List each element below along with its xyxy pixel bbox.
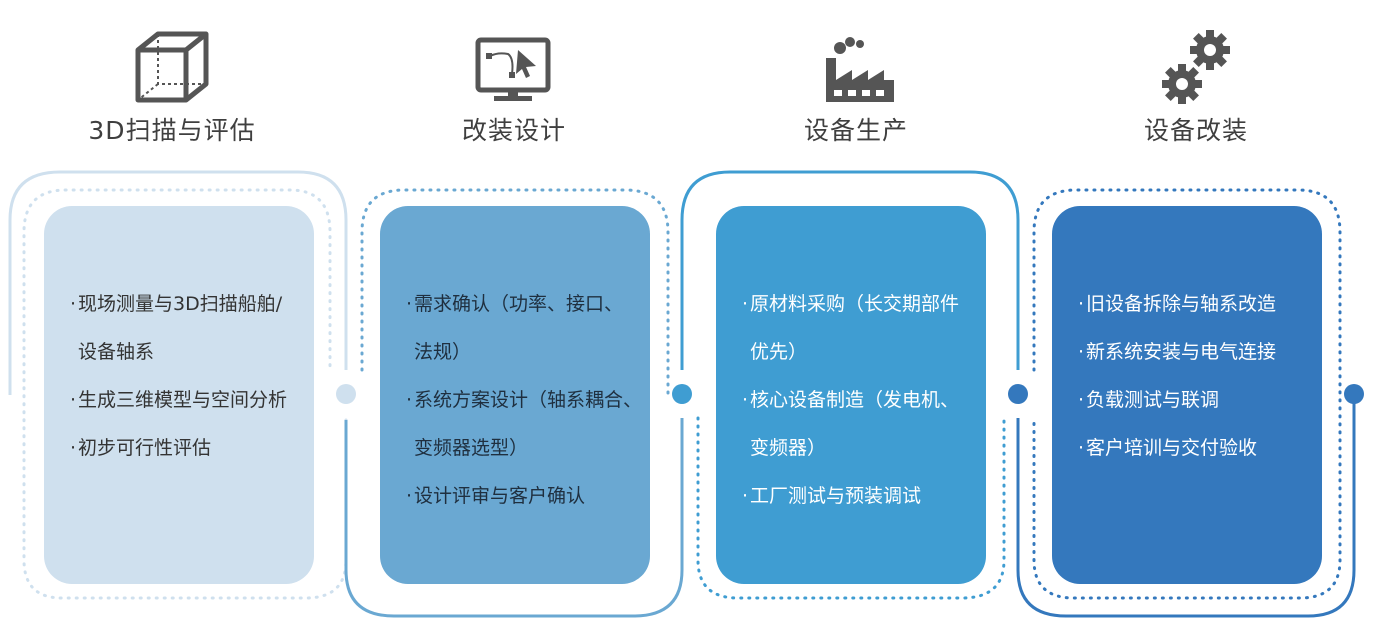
factory-icon <box>826 37 894 102</box>
monitor-design-icon <box>475 37 551 101</box>
list-item: 优先） <box>750 341 808 363</box>
list-item: ·现场测量与3D扫描船舶/ <box>69 293 283 315</box>
stage2-node <box>672 384 692 404</box>
list-item: ·旧设备拆除与轴系改造 <box>1077 293 1277 315</box>
stage-card-design: ·需求确认（功率、接口、 法规） ·系统方案设计（轴系耦合、 变频器选型） ·设… <box>380 206 650 584</box>
list-item: ·核心设备制造（发电机、 <box>741 389 960 411</box>
list-item: ·负载测试与联调 <box>1077 389 1220 411</box>
gears-icon <box>1162 30 1230 104</box>
stage-card-scan: ·现场测量与3D扫描船舶/ 设备轴系 ·生成三维模型与空间分析 ·初步可行性评估 <box>44 206 314 584</box>
stage-item-list: ·原材料采购（长交期部件 优先） ·核心设备制造（发电机、 变频器） ·工厂测试… <box>740 280 976 520</box>
list-item: ·系统方案设计（轴系耦合、 <box>405 389 643 411</box>
list-item: 设备轴系 <box>78 341 155 363</box>
list-item: ·设计评审与客户确认 <box>405 485 586 507</box>
stage-item-list: ·需求确认（功率、接口、 法规） ·系统方案设计（轴系耦合、 变频器选型） ·设… <box>404 280 643 520</box>
list-item: ·新系统安装与电气连接 <box>1077 341 1277 363</box>
stage1-node <box>336 384 356 404</box>
list-item: ·需求确认（功率、接口、 <box>405 293 624 315</box>
stage-item-list: ·旧设备拆除与轴系改造 ·新系统安装与电气连接 ·负载测试与联调 ·客户培训与交… <box>1076 280 1312 472</box>
list-item: ·客户培训与交付验收 <box>1077 437 1258 459</box>
stage-card-production: ·原材料采购（长交期部件 优先） ·核心设备制造（发电机、 变频器） ·工厂测试… <box>716 206 986 584</box>
list-item: ·原材料采购（长交期部件 <box>741 293 960 315</box>
list-item: 变频器） <box>750 437 827 459</box>
list-item: ·生成三维模型与空间分析 <box>69 389 288 411</box>
stage4-node <box>1344 384 1364 404</box>
list-item: 法规） <box>414 341 472 363</box>
list-item: ·工厂测试与预装调试 <box>741 485 922 507</box>
stage-item-list: ·现场测量与3D扫描船舶/ 设备轴系 ·生成三维模型与空间分析 ·初步可行性评估 <box>68 280 304 472</box>
stage-title-production: 设备生产 <box>803 116 908 145</box>
stage-title-retrofit: 设备改装 <box>1143 116 1248 145</box>
list-item: ·初步可行性评估 <box>69 437 212 459</box>
list-item: 变频器选型） <box>414 437 529 459</box>
stage-title-design: 改装设计 <box>461 116 566 145</box>
stage-title-scan: 3D扫描与评估 <box>88 116 256 145</box>
stage3-node <box>1008 384 1028 404</box>
cube-icon <box>135 31 209 103</box>
stage-card-retrofit: ·旧设备拆除与轴系改造 ·新系统安装与电气连接 ·负载测试与联调 ·客户培训与交… <box>1052 206 1322 584</box>
